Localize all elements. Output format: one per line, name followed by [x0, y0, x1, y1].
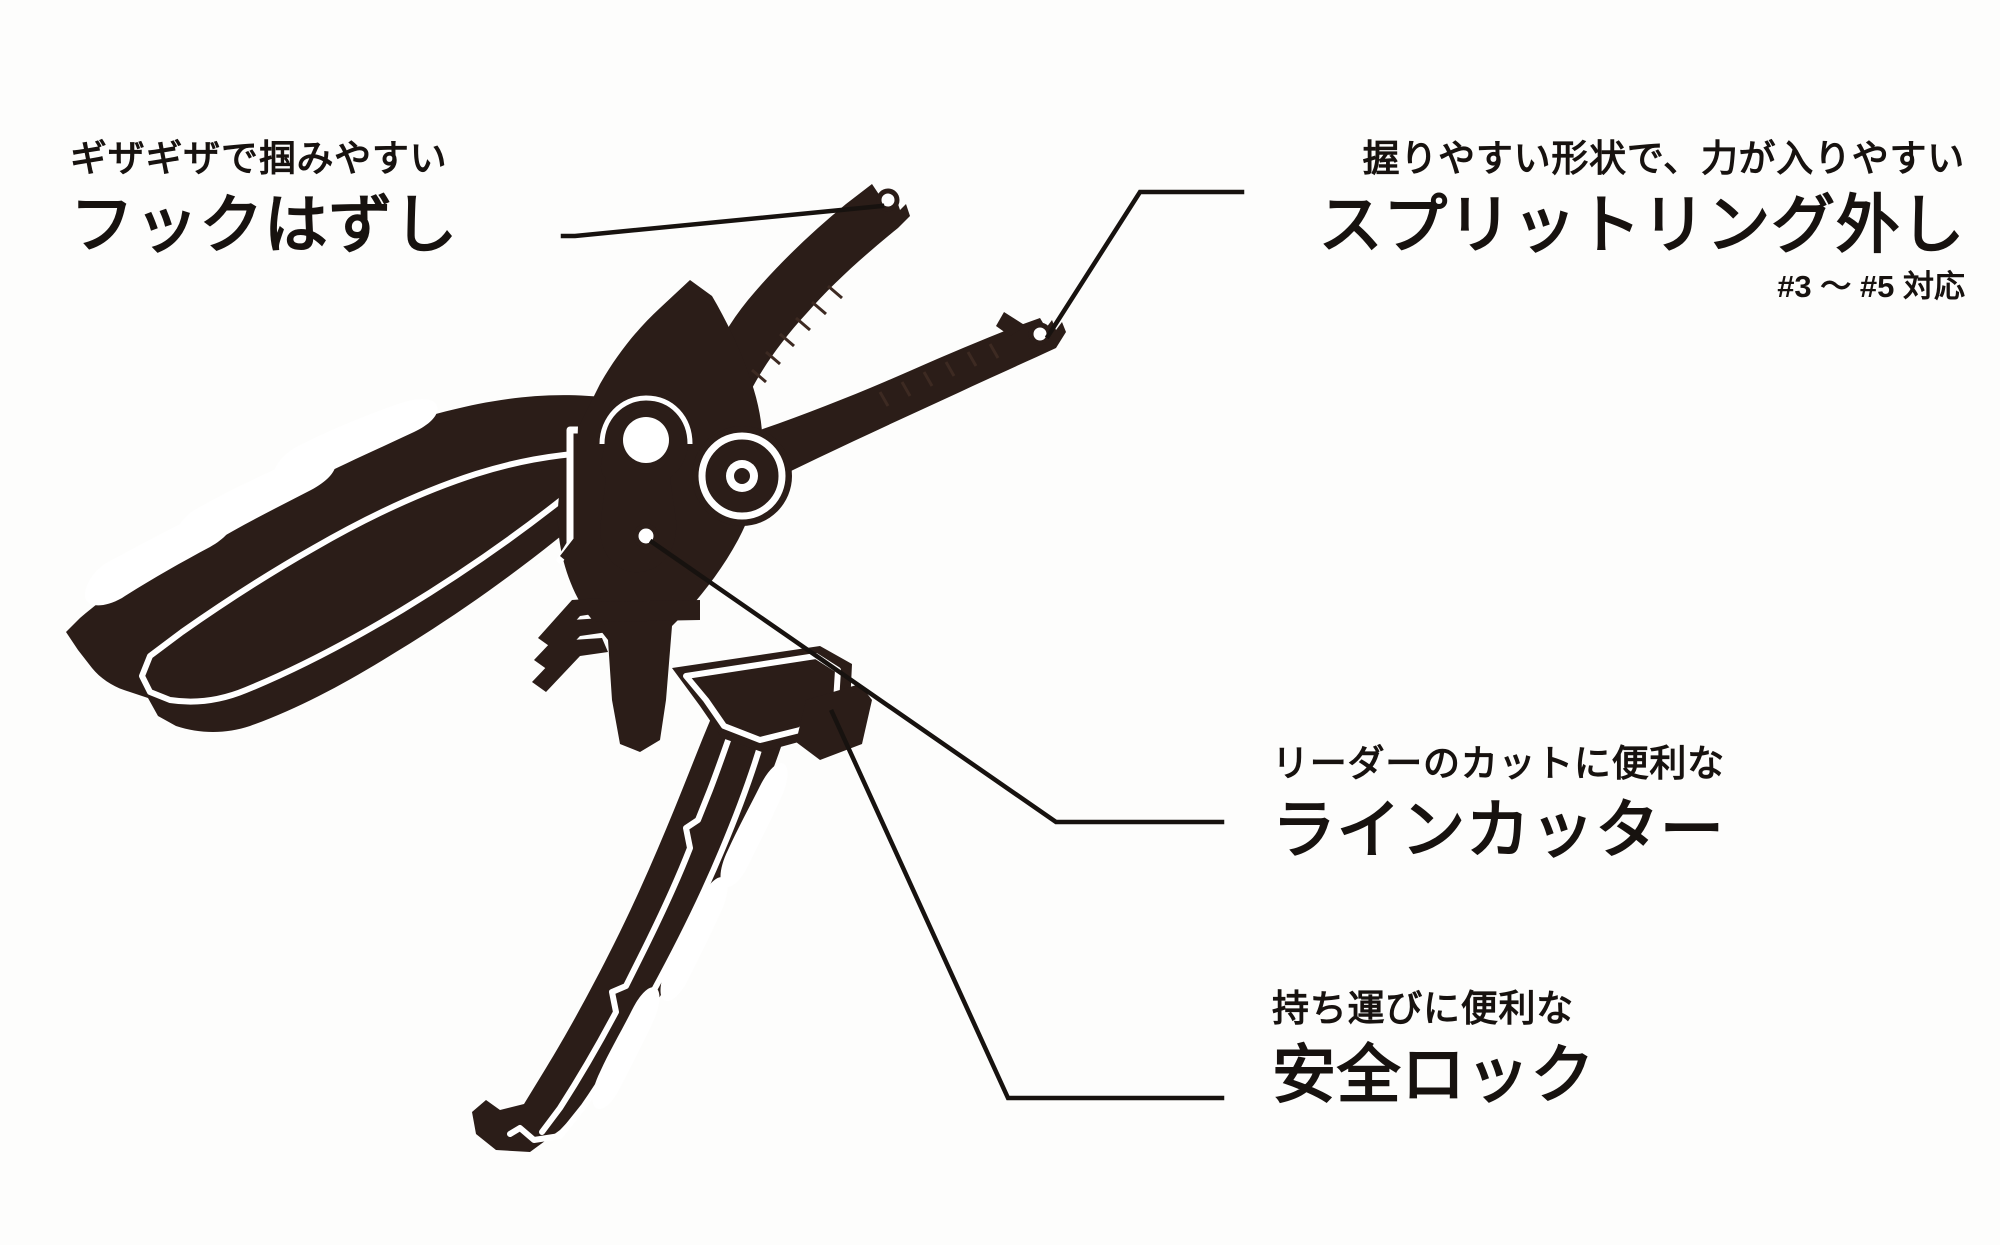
callout-safety-lock-sub: 持ち運びに便利な — [1272, 988, 1574, 1029]
upper-jaw-serration-texture — [751, 284, 843, 384]
split-ring-hook-point — [996, 312, 1026, 336]
leader-hook-remover — [560, 203, 885, 239]
lower-handle-step-outline — [539, 715, 739, 1135]
callout-split-ring-opener: 握りやすい形状で、力が入りやすい スプリットリング外し #3 〜 #5 対応 — [1319, 140, 1965, 302]
leader-split-ring — [1044, 189, 1245, 340]
callout-line-cutter-title: ラインカッター — [1272, 794, 1725, 866]
safety-lock-latch-outline — [683, 653, 841, 743]
lower-handle-inner-outline — [507, 737, 765, 1143]
crimp-hole — [623, 417, 669, 463]
split-ring-tip-pin — [1028, 322, 1052, 346]
upper-handle-inner-outline — [139, 449, 619, 705]
crimp-boss — [600, 400, 688, 573]
spring-fork — [532, 598, 608, 692]
callout-line-cutter: リーダーのカットに便利な ラインカッター — [1272, 745, 1725, 862]
split-ring-jaw-serration — [878, 343, 1000, 407]
upper-jaw-serrated — [690, 184, 910, 422]
leader-safety-lock — [829, 709, 1225, 1101]
callout-safety-lock: 持ち運びに便利な 安全ロック — [1272, 990, 1595, 1107]
lower-handle-grip-slots — [592, 763, 788, 1110]
upper-handle — [66, 395, 636, 732]
callout-safety-lock-title: 安全ロック — [1272, 1039, 1596, 1111]
lower-handle — [472, 716, 790, 1152]
callout-line-cutter-sub: リーダーのカットに便利な — [1272, 743, 1725, 784]
callout-hook-remover-sub: ギザギザで掴みやすい — [70, 138, 448, 179]
pivot-bolt-center — [734, 468, 750, 484]
callout-split-ring-opener-note: #3 〜 #5 対応 — [1777, 269, 1965, 304]
crimp-boss-outline — [599, 395, 693, 445]
callout-split-ring-opener-title: スプリットリング外し — [1318, 189, 1965, 261]
callout-hook-remover: ギザギザで掴みやすい フックはずし — [70, 140, 458, 257]
pivot-boss — [692, 426, 792, 526]
split-ring-jaw — [700, 318, 1066, 494]
leader-line-cutter — [648, 538, 1225, 825]
safety-lock-tab — [796, 684, 872, 760]
fork-connector-bar — [596, 600, 700, 622]
line-cutter-anchor-pin — [633, 523, 659, 549]
pliers-head-body — [557, 280, 763, 752]
pivot-ring-outline — [698, 432, 786, 520]
callout-hook-remover-title: フックはずし — [70, 189, 458, 261]
upper-handle-grip-slots — [84, 399, 438, 606]
body-left-bracket — [556, 426, 596, 564]
callout-split-ring-opener-sub: 握りやすい形状で、力が入りやすい — [1362, 138, 1965, 179]
pivot-bolt-head — [726, 460, 758, 492]
upper-jaw-tip-pin — [876, 188, 900, 212]
body-left-bracket-fill — [560, 426, 596, 566]
safety-lock-latch — [672, 646, 852, 752]
